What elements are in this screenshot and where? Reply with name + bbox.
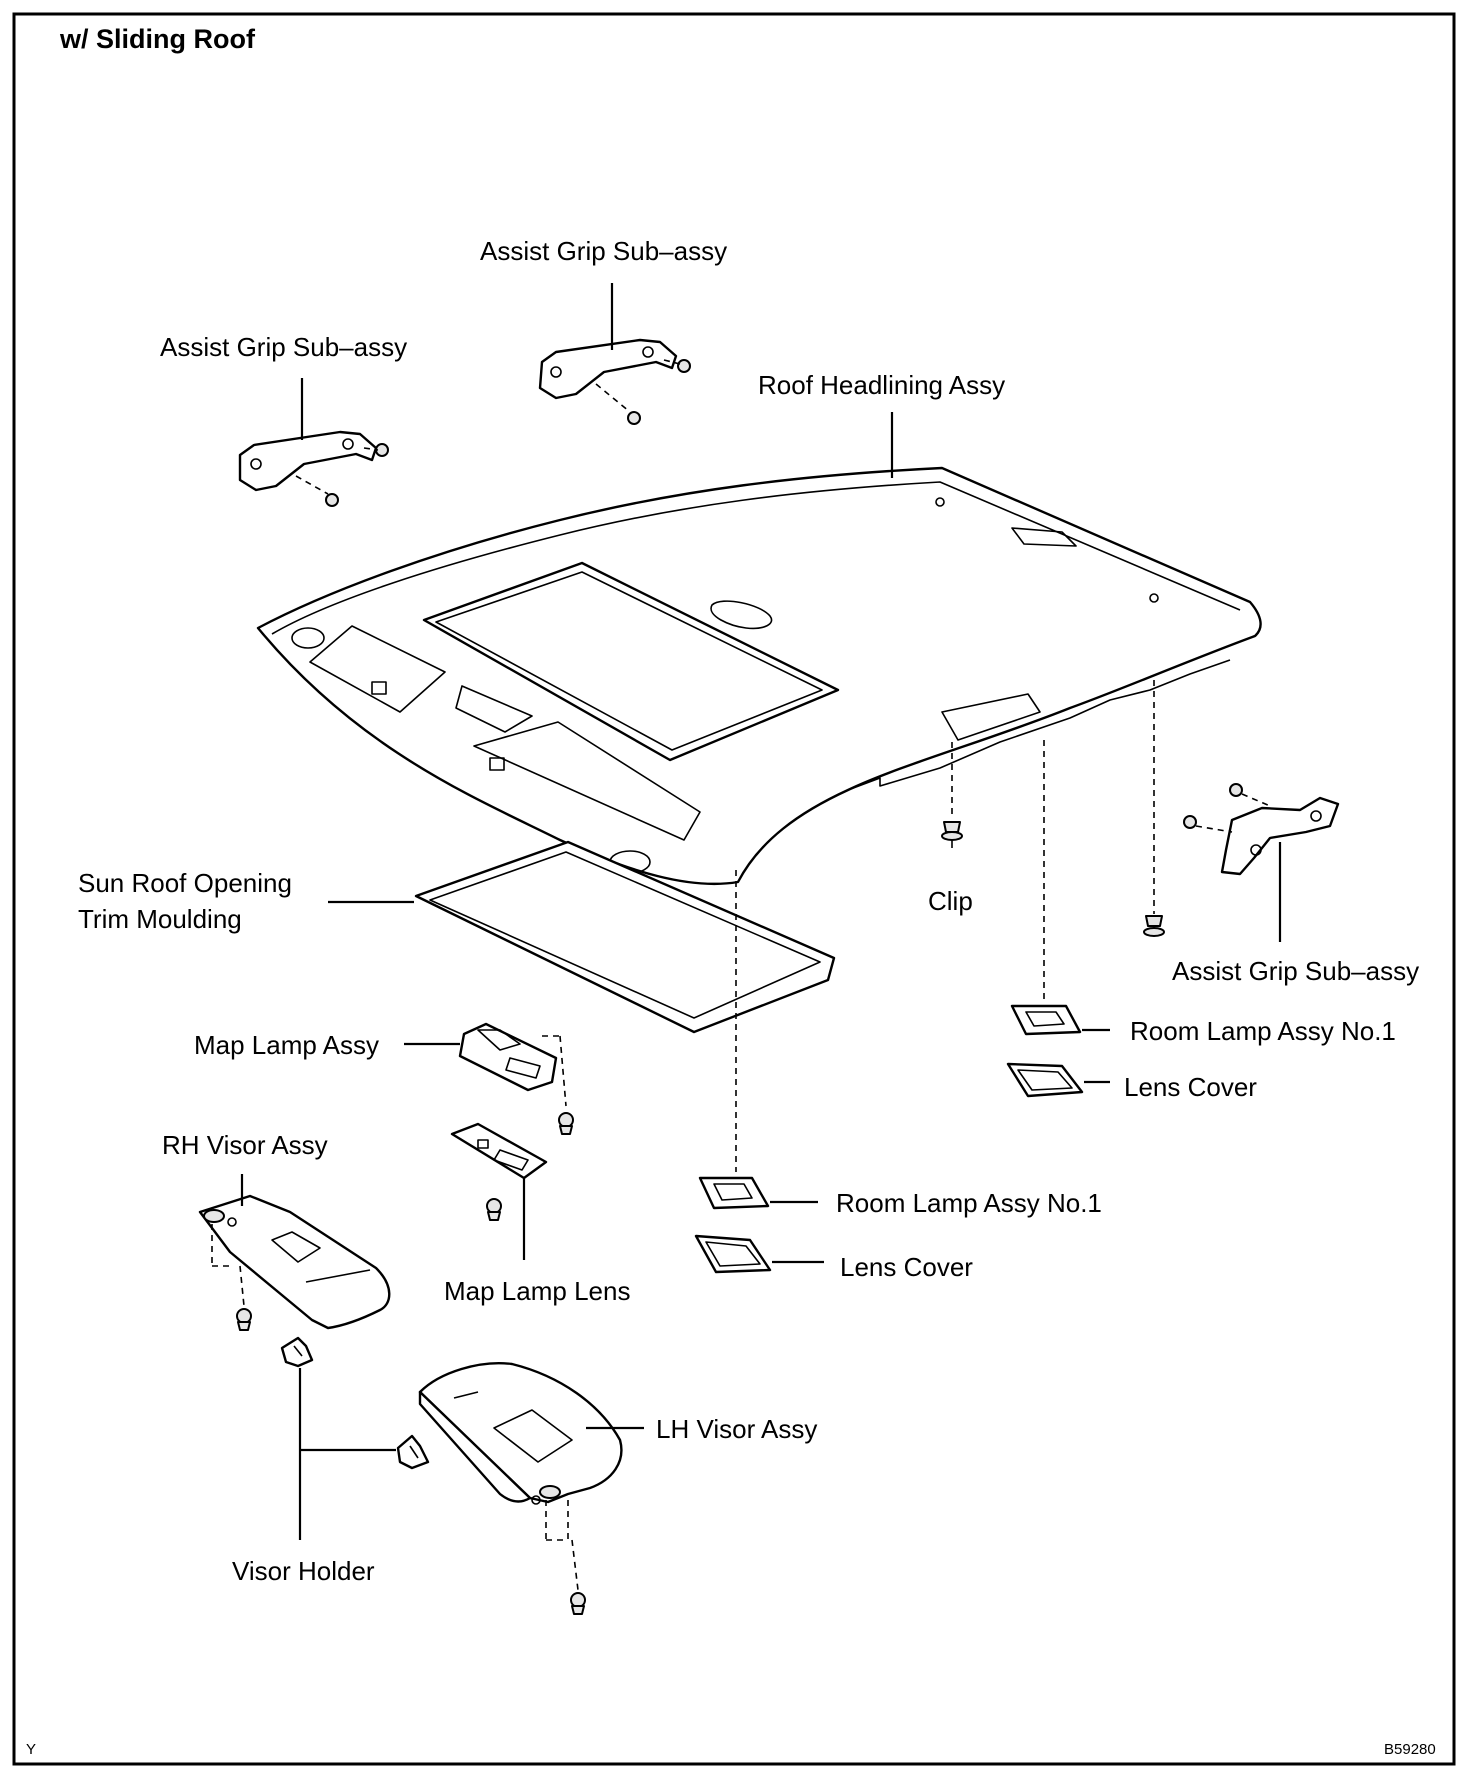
- roof-headlining-drawing: [256, 466, 1262, 886]
- label-lens-cover-center: Lens Cover: [840, 1252, 973, 1282]
- diagram-title: w/ Sliding Roof: [59, 24, 256, 54]
- room-lamp-right-drawing: [1010, 1004, 1082, 1036]
- lens-cover-right-drawing: [1006, 1062, 1084, 1098]
- map-lamp-assy-drawing: [458, 1022, 574, 1135]
- label-lh-visor: LH Visor Assy: [656, 1414, 817, 1444]
- label-assist-grip-left: Assist Grip Sub–assy: [160, 332, 407, 362]
- visor-holder-upper-drawing: [280, 1336, 314, 1368]
- map-lamp-lens-drawing: [450, 1122, 548, 1221]
- lens-cover-center-drawing: [694, 1234, 772, 1274]
- label-room-lamp-right: Room Lamp Assy No.1: [1130, 1016, 1396, 1046]
- right-fastener-drawing: [1143, 915, 1165, 937]
- label-assist-grip-right: Assist Grip Sub–assy: [1172, 956, 1419, 986]
- rh-visor-drawing: [198, 1194, 391, 1331]
- label-visor-holder: Visor Holder: [232, 1556, 375, 1586]
- label-lens-cover-right: Lens Cover: [1124, 1072, 1257, 1102]
- visor-holder-lower-drawing: [396, 1434, 430, 1470]
- label-clip: Clip: [928, 886, 973, 916]
- footer-right-code: B59280: [1384, 1741, 1436, 1758]
- label-sun-roof-line1: Sun Roof Opening: [78, 868, 292, 898]
- assist-grip-top-drawing: [538, 338, 691, 425]
- label-assist-grip-top: Assist Grip Sub–assy: [480, 236, 727, 266]
- label-rh-visor: RH Visor Assy: [162, 1130, 328, 1160]
- footer-left-code: Y: [26, 1741, 36, 1758]
- lh-visor-drawing: [418, 1362, 623, 1615]
- diagram-frame: [12, 12, 1456, 1766]
- clip-drawing: [941, 821, 963, 848]
- sun-roof-trim-moulding-drawing: [414, 840, 836, 1034]
- assist-grip-left-drawing: [238, 430, 389, 507]
- room-lamp-center-drawing: [698, 1176, 770, 1210]
- label-roof-headlining: Roof Headlining Assy: [758, 370, 1005, 400]
- label-map-lamp-lens: Map Lamp Lens: [444, 1276, 630, 1306]
- label-sun-roof-line2: Trim Moulding: [78, 904, 242, 934]
- assist-grip-right-drawing: [1183, 783, 1340, 876]
- label-map-lamp-assy: Map Lamp Assy: [194, 1030, 379, 1060]
- label-room-lamp-center: Room Lamp Assy No.1: [836, 1188, 1102, 1218]
